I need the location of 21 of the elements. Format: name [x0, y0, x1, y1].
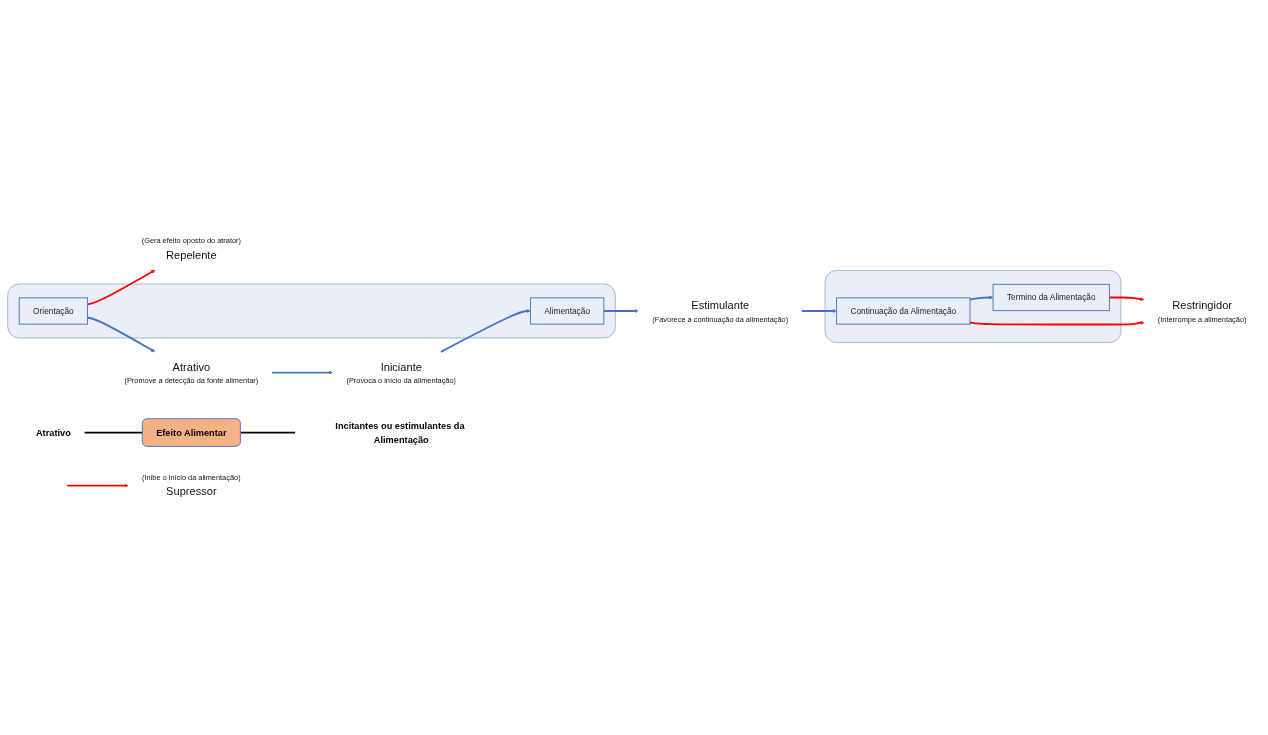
node-box: Continuação da Alimentação: [836, 297, 971, 325]
arrow: [969, 295, 994, 301]
arrow: [86, 316, 156, 352]
arrow: [440, 308, 531, 353]
arrow: [66, 483, 129, 488]
node-text: Incitantes ou estimulantes da Alimentação: [335, 420, 465, 445]
node-box: Orientação: [18, 297, 88, 325]
arrow: [801, 308, 837, 313]
node-text: Atrativo: [35, 427, 71, 438]
node-box: Efeito Alimentar: [141, 418, 241, 447]
node-box: Termino da Alimentação: [992, 283, 1110, 312]
arrow: [86, 269, 156, 306]
arrow: [271, 370, 333, 375]
cluster: [7, 283, 616, 339]
node-box: Alimentação: [530, 297, 605, 325]
arrow: [969, 320, 1145, 326]
cluster: [824, 270, 1122, 344]
connector: [83, 431, 144, 434]
arrow: [602, 308, 639, 313]
connector: [239, 431, 297, 434]
arrow: [1108, 296, 1145, 301]
